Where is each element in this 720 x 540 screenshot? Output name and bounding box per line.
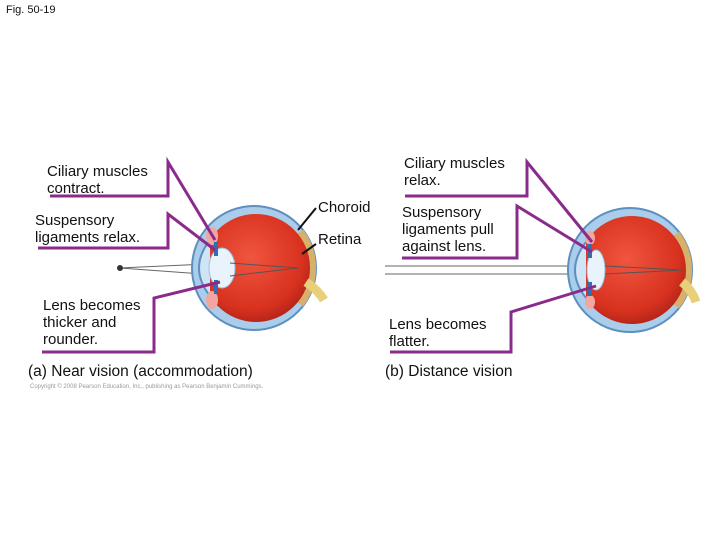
retina-label: Retina <box>318 231 362 248</box>
figure-label: Fig. 50-19 <box>6 4 56 16</box>
copyright-notice: Copyright © 2008 Pearson Education, Inc.… <box>30 384 264 390</box>
distance-lens <box>586 249 606 291</box>
near-object-point <box>117 265 123 271</box>
distance-ciliary-callout <box>405 157 594 243</box>
distance-suspensory-callout <box>402 203 593 260</box>
distance-eyeball <box>578 216 686 324</box>
distance-lens-label: Lens becomes flatter. <box>389 316 487 350</box>
near-lens <box>208 247 236 289</box>
near-eye <box>117 205 328 331</box>
near-suspensory-callout <box>38 210 216 252</box>
callout-lines <box>38 156 597 354</box>
retina-pointer <box>301 243 317 255</box>
near-ciliary-callout <box>50 156 217 241</box>
near-eyeball <box>202 214 310 322</box>
choroid-label: Choroid <box>318 199 371 216</box>
distance-caption: (b) Distance vision <box>385 363 513 380</box>
choroid-pointer <box>297 207 317 231</box>
near-lens-callout <box>42 280 221 354</box>
near-lens-label: Lens becomes thicker and rounder. <box>43 297 141 348</box>
near-caption: (a) Near vision (accommodation) <box>28 363 253 380</box>
distance-suspensory-label: Suspensory ligaments pull against lens. <box>402 204 494 255</box>
distance-eye <box>385 207 701 333</box>
distance-ciliary-label: Ciliary muscles relax. <box>404 155 505 189</box>
near-suspensory-label: Suspensory ligaments relax. <box>35 212 141 246</box>
distance-lens-callout <box>390 284 597 354</box>
near-ciliary-label: Ciliary muscles contract. <box>47 163 148 197</box>
